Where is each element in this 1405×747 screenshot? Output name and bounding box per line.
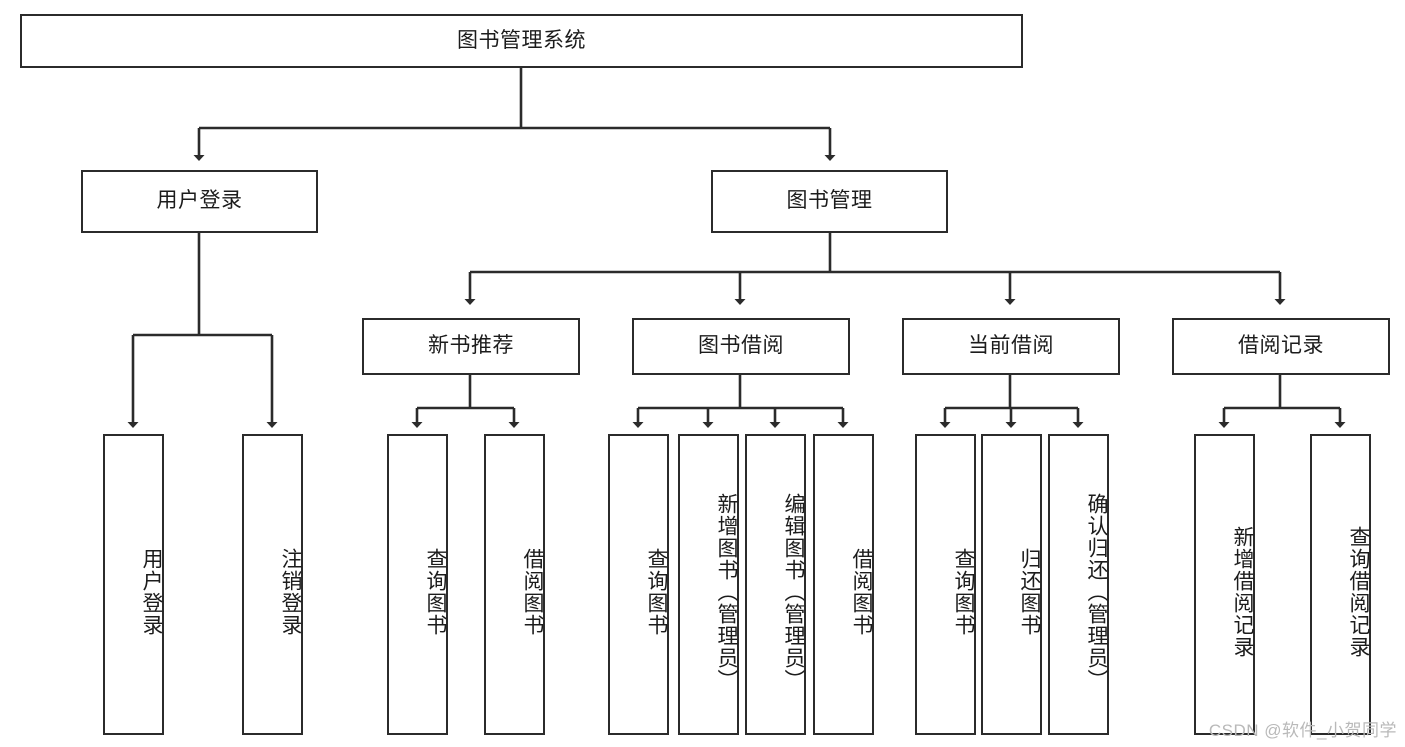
node-new-book-recommend[interactable]: 新书推荐 [362, 318, 580, 375]
leaf-current-return-book[interactable]: 归还图书 [981, 434, 1042, 735]
leaf-user-login-logout[interactable]: 注销登录 [242, 434, 303, 735]
node-label: 图书借阅 [698, 334, 784, 358]
node-label: 查询借阅记录 [1347, 525, 1370, 658]
node-root-book-management-system[interactable]: 图书管理系统 [20, 14, 1023, 68]
leaf-borrow-add-book-admin[interactable]: 新增图书（管理员） [678, 434, 739, 735]
node-label: 用户登录 [140, 547, 163, 636]
leaf-borrow-edit-book-admin[interactable]: 编辑图书（管理员） [745, 434, 806, 735]
leaf-borrow-borrow-book[interactable]: 借阅图书 [813, 434, 874, 735]
csdn-watermark: CSDN @软件_小贺同学 [1208, 721, 1397, 740]
node-label: 新增图书（管理员） [715, 492, 738, 691]
node-user-login[interactable]: 用户登录 [81, 170, 318, 233]
node-label: 归还图书 [1018, 547, 1041, 636]
node-label: 新增借阅记录 [1231, 525, 1254, 658]
leaf-user-login-login[interactable]: 用户登录 [103, 434, 164, 735]
leaf-current-confirm-return-admin[interactable]: 确认归还（管理员） [1048, 434, 1109, 735]
node-book-management[interactable]: 图书管理 [711, 170, 948, 233]
leaf-record-add-borrow-record[interactable]: 新增借阅记录 [1194, 434, 1255, 735]
node-label: 借阅记录 [1238, 334, 1324, 358]
node-label: 编辑图书（管理员） [782, 492, 805, 691]
node-label: 确认归还（管理员） [1085, 492, 1108, 691]
node-label: 用户登录 [156, 189, 243, 213]
leaf-borrow-query-book[interactable]: 查询图书 [608, 434, 669, 735]
node-current-borrow[interactable]: 当前借阅 [902, 318, 1120, 375]
leaf-current-query-book[interactable]: 查询图书 [915, 434, 976, 735]
leaf-recommend-borrow-book[interactable]: 借阅图书 [484, 434, 545, 735]
node-borrow-record[interactable]: 借阅记录 [1172, 318, 1390, 375]
node-label: 查询图书 [424, 547, 447, 636]
leaf-recommend-query-book[interactable]: 查询图书 [387, 434, 448, 735]
node-label: 查询图书 [645, 547, 668, 636]
node-label: 借阅图书 [521, 547, 544, 636]
node-label: 图书管理 [786, 189, 873, 213]
node-label: 图书管理系统 [457, 28, 586, 52]
node-label: 借阅图书 [850, 547, 873, 636]
node-book-borrow[interactable]: 图书借阅 [632, 318, 850, 375]
node-label: 查询图书 [952, 547, 975, 636]
leaf-record-query-borrow-record[interactable]: 查询借阅记录 [1310, 434, 1371, 735]
node-label: 注销登录 [279, 547, 302, 636]
node-label: 新书推荐 [428, 334, 514, 358]
node-label: 当前借阅 [968, 334, 1054, 358]
